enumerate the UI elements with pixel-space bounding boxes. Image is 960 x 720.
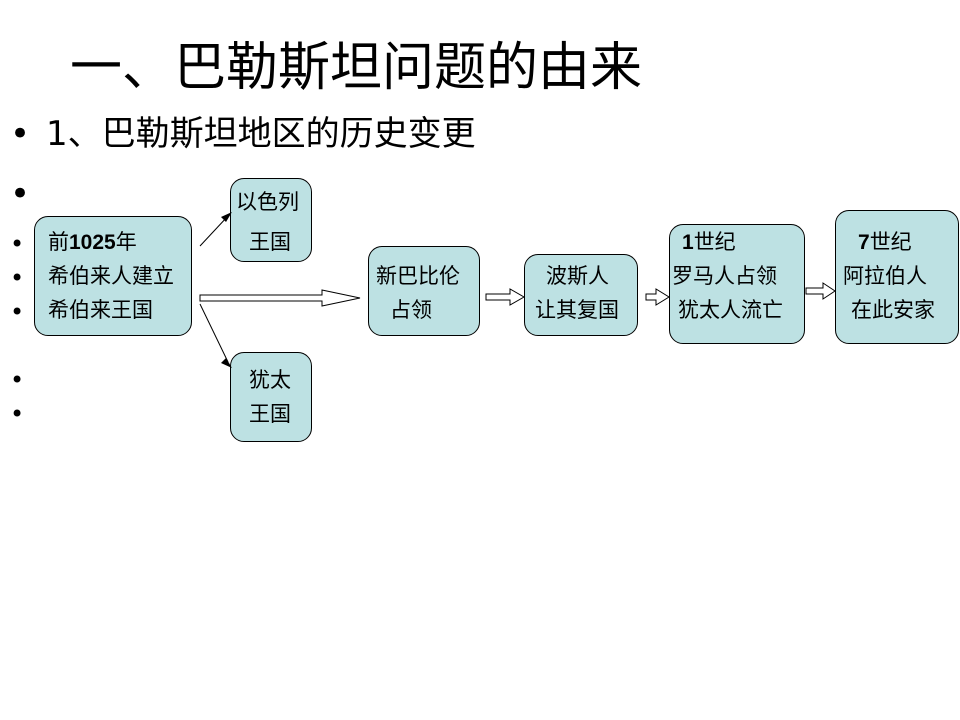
arab-century-label: 7世纪 <box>858 230 912 254</box>
box-hebrew-kingdom <box>34 216 192 336</box>
bullet-marker: • <box>10 400 25 428</box>
bullet-marker: • <box>10 366 25 394</box>
bullet-marker: • <box>10 114 31 154</box>
israel-line1: 以色列 <box>236 190 299 214</box>
arab-line3: 在此安家 <box>851 298 935 322</box>
box-persia <box>524 254 638 336</box>
rome-line2: 罗马人占领 <box>672 264 777 288</box>
judah-line1: 犹太 <box>249 368 291 392</box>
babylon-line1: 新巴比伦 <box>376 264 460 288</box>
hebrew-line3: 希伯来王国 <box>48 298 153 322</box>
persia-line2: 让其复国 <box>535 298 619 322</box>
box-arab <box>835 210 959 344</box>
babylon-line2: 占领 <box>390 298 432 322</box>
slide-title: 一、巴勒斯坦问题的由来 <box>70 38 643 98</box>
rome-line3: 犹太人流亡 <box>678 298 783 322</box>
box-judah-kingdom <box>230 352 312 442</box>
bullet-marker: • <box>10 230 25 258</box>
box-neo-babylon <box>368 246 480 336</box>
bullet-marker: • <box>10 264 25 292</box>
judah-line2: 王国 <box>249 402 291 426</box>
arab-line2: 阿拉伯人 <box>843 264 927 288</box>
box-rome <box>669 224 805 344</box>
persia-line1: 波斯人 <box>546 264 609 288</box>
hebrew-year-label: 前1025年 <box>48 230 137 254</box>
section-subtitle: 1、巴勒斯坦地区的历史变更 <box>46 114 476 154</box>
hebrew-line2: 希伯来人建立 <box>48 264 174 288</box>
box-israel-kingdom <box>230 178 312 262</box>
bullet-marker: • <box>10 298 25 326</box>
bullet-marker: • <box>10 174 31 214</box>
israel-line2: 王国 <box>249 230 291 254</box>
rome-century-label: 1世纪 <box>682 230 736 254</box>
